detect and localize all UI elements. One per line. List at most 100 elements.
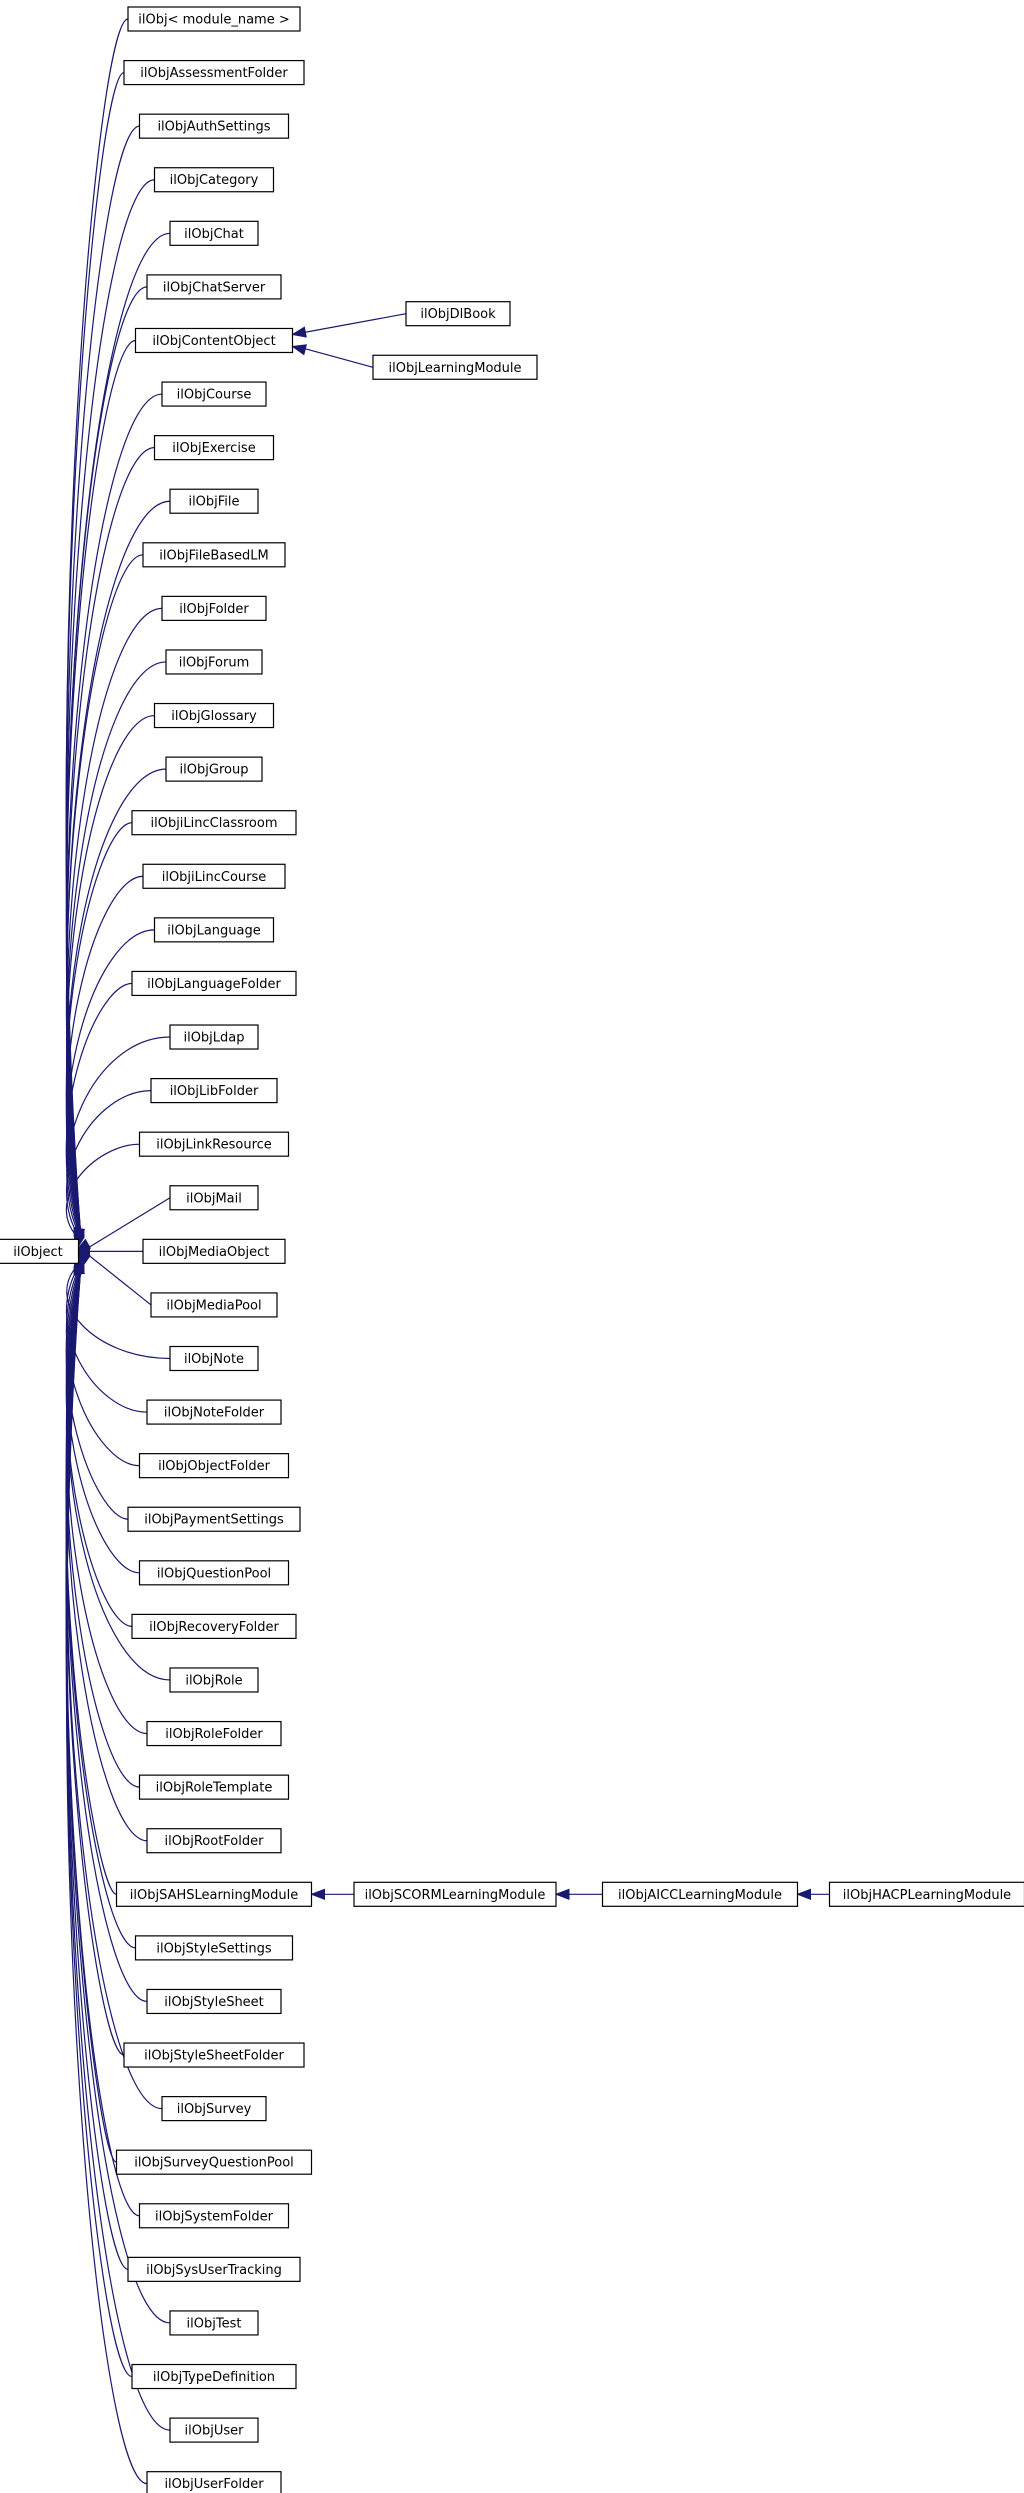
class-node-ilobjnote[interactable]: ilObjNote [169,1345,259,1372]
class-node-ilobjroletemplate[interactable]: ilObjRoleTemplate [138,1774,290,1800]
class-node-ilobjfile[interactable]: ilObjFile [169,488,259,514]
class-node-ilobjilincclassroom[interactable]: ilObjiLincClassroom [131,810,297,836]
class-node-ilobjquestionpool[interactable]: ilObjQuestionPool [138,1560,290,1586]
class-node-ilobjgroup[interactable]: ilObjGroup [165,756,263,782]
class-node-ilobjldap[interactable]: ilObjLdap [169,1024,259,1050]
class-label: ilObjMediaPool [166,1298,261,1313]
class-node-ilobjchat[interactable]: ilObjChat [169,220,259,246]
class-label: ilObjLdap [183,1031,244,1046]
class-node-ilobjlibfolder[interactable]: ilObjLibFolder [150,1077,278,1104]
class-label: ilObjSystemFolder [155,2209,274,2224]
class-node-ilobjhacplearningmodule[interactable]: ilObjHACPLearningModule [828,1881,1024,1907]
class-label: ilObj< module_name > [138,13,289,28]
class-node-ilobjscormlearningmodule[interactable]: ilObjSCORMLearningModule [353,1881,557,1907]
class-node-ilobjtypedefinition[interactable]: ilObjTypeDefinition [131,2363,297,2390]
class-node-ilobjfolder[interactable]: ilObjFolder [161,595,267,621]
inheritance-edge-ilobjnotefolder [65,1263,148,1413]
class-node-ilobjilinccourse[interactable]: ilObjiLincCourse [142,863,286,889]
class-label: ilObjRole [185,1673,242,1688]
class-label: ilObjObjectFolder [158,1459,270,1474]
class-label: ilObjiLincClassroom [150,816,277,831]
class-node-ilobjfilebasedlm[interactable]: ilObjFileBasedLM [142,542,286,568]
class-node-ilobjstylesettings[interactable]: ilObjStyleSettings [134,1935,294,1961]
class-node-ilobjsystemfolder[interactable]: ilObjSystemFolder [138,2203,290,2229]
class-label: ilObjAuthSettings [157,120,270,135]
class-node-ilobjcontentobject[interactable]: ilObjContentObject [134,327,294,354]
class-label: ilObjForum [179,655,250,670]
class-box [131,2363,297,2390]
class-node-ilobjsysusertracking[interactable]: ilObjSysUserTracking [127,2256,301,2282]
class-box [161,595,267,621]
class-box [169,2417,259,2443]
class-box [146,1399,282,1425]
class-box [142,863,286,889]
class-box [169,1185,259,1211]
class-box [169,2310,259,2336]
inheritance-edge-ilobjldap [66,1036,171,1239]
class-node-ilobjobjectfolder[interactable]: ilObjObjectFolder [138,1453,290,1479]
class-box [153,702,275,729]
class-box [146,2471,282,2493]
class-node-ilobjdlbook[interactable]: ilObjDlBook [405,301,511,327]
class-node-ilobjassessmentfolder[interactable]: ilObjAssessmentFolder [123,59,305,86]
class-node-ilobjexercise[interactable]: ilObjExercise [153,435,275,461]
class-node-ilobjmediapool[interactable]: ilObjMediaPool [150,1292,278,1318]
class-box [169,1667,259,1693]
class-node-ilobjsahslearningmodule[interactable]: ilObjSAHSLearningModule [115,1881,313,1907]
class-node-ilobjrootfolder[interactable]: ilObjRootFolder [146,1828,282,1854]
class-box [138,1560,290,1586]
class-node-ilobjlinkresource[interactable]: ilObjLinkResource [138,1131,290,1157]
class-node-ilobjmail[interactable]: ilObjMail [169,1185,259,1211]
class-node-ilobjchatserver[interactable]: ilObjChatServer [146,274,282,300]
class-node-ilobjtest[interactable]: ilObjTest [169,2310,259,2336]
class-box [138,1774,290,1800]
class-node-ilobjnotefolder[interactable]: ilObjNoteFolder [146,1399,282,1425]
class-box [828,1881,1024,1907]
class-box [127,6,301,32]
class-box [127,2256,301,2282]
class-node-ilobjlanguagefolder[interactable]: ilObjLanguageFolder [131,970,297,997]
class-node-ilobjlearningmodule[interactable]: ilObjLearningModule [372,354,538,380]
class-node-ilobjpaymentsettings[interactable]: ilObjPaymentSettings [127,1506,301,1532]
class-node-ilobjuserfolder[interactable]: ilObjUserFolder [146,2471,282,2493]
class-node-ilobjsurvey[interactable]: ilObjSurvey [161,2096,267,2122]
class-label: ilObjTypeDefinition [153,2370,275,2385]
class-node-ilobjforum[interactable]: ilObjForum [165,649,263,675]
inheritance-edge-ilobjforum [66,661,167,1233]
class-node-ilobjauthsettings[interactable]: ilObjAuthSettings [138,113,290,139]
class-label: ilObjSCORMLearningModule [365,1888,546,1903]
class-box [169,488,259,514]
class-box [161,381,267,407]
arrow-head-ilobjaicclearningmodule [554,1888,570,1901]
class-node-ilobjrole[interactable]: ilObjRole [169,1667,259,1693]
class-node-ilobjrecoveryfolder[interactable]: ilObjRecoveryFolder [131,1613,297,1640]
class-box [169,1024,259,1050]
class-node-ilobject[interactable]: ilObject [0,1238,80,1264]
class-label: ilObjLinkResource [156,1138,272,1153]
class-box [138,113,290,139]
inheritance-edge-ilobjmediapool [88,1254,152,1306]
class-node-ilobjmediaobject[interactable]: ilObjMediaObject [142,1238,286,1264]
class-box [0,1238,80,1264]
class-node-ilobjcourse[interactable]: ilObjCourse [161,381,267,407]
class-node-ilobjlanguage[interactable]: ilObjLanguage [153,917,275,943]
class-node-ilobjuser[interactable]: ilObjUser [169,2417,259,2443]
class-node-ilobjstylesheetfolder[interactable]: ilObjStyleSheetFolder [123,2042,305,2068]
class-node-ilobjrolefolder[interactable]: ilObjRoleFolder [146,1720,282,1747]
class-node-ilobj-module-name[interactable]: ilObj< module_name > [127,6,301,32]
class-label: ilObjRootFolder [165,1834,265,1849]
inheritance-edge-ilobjobjectfolder [65,1264,140,1467]
arrow-head-ilobjlearningmodule [291,344,308,356]
class-label: ilObjFile [188,495,239,510]
class-box [134,327,294,354]
class-box [353,1881,557,1907]
class-box [146,274,282,300]
class-label: ilObjPaymentSettings [144,1513,284,1528]
class-label: ilObjRoleTemplate [156,1781,273,1796]
class-node-ilobjcategory[interactable]: ilObjCategory [153,167,275,193]
class-node-ilobjglossary[interactable]: ilObjGlossary [153,702,275,729]
class-node-ilobjaicclearningmodule[interactable]: ilObjAICCLearningModule [601,1881,799,1907]
class-box [165,649,263,675]
class-node-ilobjsurveyquestionpool[interactable]: ilObjSurveyQuestionPool [115,2149,313,2175]
class-node-ilobjstylesheet[interactable]: ilObjStyleSheet [146,1988,282,2015]
